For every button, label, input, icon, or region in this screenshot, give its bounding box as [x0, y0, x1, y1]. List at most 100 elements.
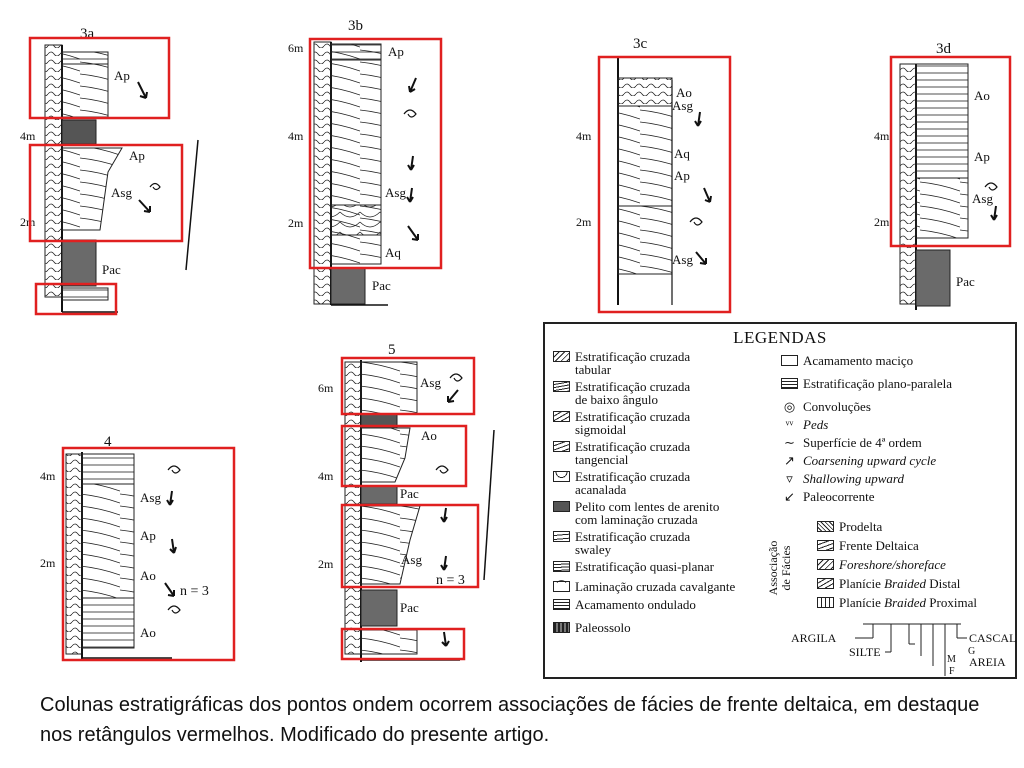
legend-label: Shallowing upward	[803, 471, 905, 486]
bed-pac-3d	[915, 249, 951, 307]
legend-item-peds: ᵛᵛ Peds	[781, 418, 829, 431]
bed-aq-ap-3c	[617, 105, 673, 207]
convolution-icon	[149, 182, 161, 191]
depth-label-2m-3d: 2m	[874, 215, 890, 229]
legend-label: Frente Deltaica	[839, 538, 919, 553]
legend-label: Foreshore/shoreface	[839, 557, 946, 572]
legend-label: Acamamento ondulado	[575, 597, 696, 612]
paleosol-swatch	[553, 622, 570, 633]
depth-label-4m-3b: 4m	[288, 129, 304, 143]
paleocurrent-arrow-icon	[169, 538, 177, 554]
highlight-box-5-middle	[340, 424, 468, 488]
grain-label-cascalho: CASCALHO	[969, 631, 1017, 645]
paleosol-margin-3b	[313, 41, 332, 305]
facies-label-asg2-3c: Asg	[672, 252, 693, 267]
paleocurrent-arrow-icon	[166, 490, 174, 506]
legend-facies-braided-distal: Planície Braided Distal	[817, 577, 960, 590]
column-title-3a: 3a	[80, 26, 95, 42]
stratigraphic-columns-figure: 3a 4m 2m Ap Ap Asg Pac 3b 6m 4m 2m	[20, 18, 1012, 662]
convolution-icon	[167, 465, 181, 474]
paleocurrent-arrow-icon: ↙	[784, 489, 795, 504]
paleocurrent-arrow-icon	[703, 187, 712, 203]
paleocurrent-arrow-icon	[407, 155, 415, 171]
legend-facies-delta-front: Frente Deltaica	[817, 539, 919, 552]
facies-label-asg-3b: Asg	[385, 185, 406, 200]
quasi-planar-stratification-swatch	[553, 561, 570, 572]
paleocurrent-arrow-icon	[990, 205, 998, 221]
grain-size-scale: ARGILA SILTE CASCALHO G M F AREIA	[791, 623, 1017, 677]
paleosol-margin-3d	[899, 63, 917, 305]
highlight-box-4	[61, 446, 236, 662]
legend-label: Estratificação cruzada sigmoidal	[575, 409, 691, 437]
depth-label-2m-3a: 2m	[20, 215, 36, 229]
grain-label-g: G	[968, 646, 975, 657]
depth-label-6m-5: 6m	[318, 381, 334, 395]
column-3a: 3a 4m 2m Ap Ap Asg Pac	[20, 26, 199, 316]
facies-label-pac2-5: Pac	[400, 600, 419, 615]
fourth-order-surface-icon: ∼	[784, 435, 795, 450]
wavy-bedding-swatch	[553, 599, 570, 610]
convolution-icon	[984, 182, 998, 191]
column-3c: 3c 4m 2m Ao Asg Aq Ap Asg	[576, 36, 732, 314]
coarsening-upward-icon	[185, 139, 199, 271]
tangential-cross-stratification-swatch	[553, 441, 570, 452]
delta-front-swatch	[817, 540, 834, 551]
facies-label-aq-3c: Aq	[674, 146, 690, 161]
low-angle-cross-stratification-swatch	[553, 381, 570, 392]
sigmoidal-cross-stratification-swatch	[553, 411, 570, 422]
paleocurrent-arrow-icon	[164, 582, 175, 597]
bed-base-3a	[61, 287, 109, 301]
facies-label-ap-3c: Ap	[674, 168, 690, 183]
legend-label: Planície Braided Distal	[839, 576, 961, 591]
legend-label: Estratificação plano-paralela	[803, 376, 953, 391]
climbing-ripple-lamination-swatch: ⌒	[553, 581, 570, 592]
highlight-box-3a-top	[28, 36, 171, 120]
facies-label-ao-4: Ao	[140, 568, 156, 583]
convolution-icon	[689, 217, 703, 226]
facies-label-ap-4: Ap	[140, 528, 156, 543]
bed-planar-4	[81, 453, 135, 485]
beds-asg-ap-ao-4	[81, 483, 135, 599]
highlight-box-3d	[889, 55, 1012, 248]
paleocurrent-arrow-icon	[694, 111, 702, 127]
facies-label-pac-3d: Pac	[956, 274, 975, 289]
facies-label-ao-5: Ao	[421, 428, 437, 443]
highlight-box-3c	[597, 55, 732, 314]
legend-label: Estratificação cruzada acanalada	[575, 469, 691, 497]
legend-item-plane-parallel: Estratificação plano-paralela	[781, 377, 952, 390]
foreshore-shoreface-swatch	[817, 559, 834, 570]
bed-pac-upper-5	[360, 485, 398, 505]
legend-label: Estratificação cruzada de baixo ângulo	[575, 379, 691, 407]
column-3b: 3b 6m 4m 2m Ap Asg Aq Pac	[288, 18, 443, 306]
facies-label-aq-3b: Aq	[385, 245, 401, 260]
legend-item-climbing-ripple: ⌒ Laminação cruzada cavalgante	[553, 580, 735, 593]
paleocurrent-arrow-icon	[137, 81, 148, 99]
legend-label: Estratificação cruzada tangencial	[575, 439, 691, 467]
depth-label-4m-3d: 4m	[874, 129, 890, 143]
grain-label-argila: ARGILA	[791, 631, 837, 645]
column-5: 5 6m 4m 2m Asg Ao Pac Asg Pac n = 3	[318, 342, 495, 662]
legend-label: Pelito com lentes de arenito com laminaç…	[575, 499, 720, 527]
legend-item-paleocurrent: ↙ Paleocorrente	[781, 490, 874, 503]
grain-label-silte: SILTE	[849, 645, 881, 659]
bed-pac-3a	[61, 239, 97, 287]
legend-label: Planície Braided Proximal	[839, 595, 977, 610]
plane-parallel-stratification-swatch	[781, 378, 798, 389]
column-title-5: 5	[388, 342, 396, 358]
paleosol-margin-5	[344, 361, 362, 655]
swaley-cross-stratification-swatch	[553, 531, 570, 542]
bed-trough-3b	[330, 204, 382, 236]
legend-label: Laminação cruzada cavalgante	[575, 579, 736, 594]
legend-label: Acamamento maciço	[803, 353, 914, 368]
legend-item-surface: ∼ Superfície de 4ª ordem	[781, 436, 922, 449]
facies-label-asg-4: Asg	[140, 490, 161, 505]
facies-label-pac-3a: Pac	[102, 262, 121, 277]
sample-count-4: n = 3	[180, 584, 209, 599]
coarsening-upward-icon	[483, 429, 495, 581]
depth-label-4m-4: 4m	[40, 469, 56, 483]
bed-ao-5	[360, 427, 411, 483]
legend-label: Paleossolo	[575, 620, 631, 635]
grain-label-m: M	[947, 654, 956, 665]
legend-label: Prodelta	[839, 519, 883, 534]
convolution-icon	[449, 373, 463, 382]
